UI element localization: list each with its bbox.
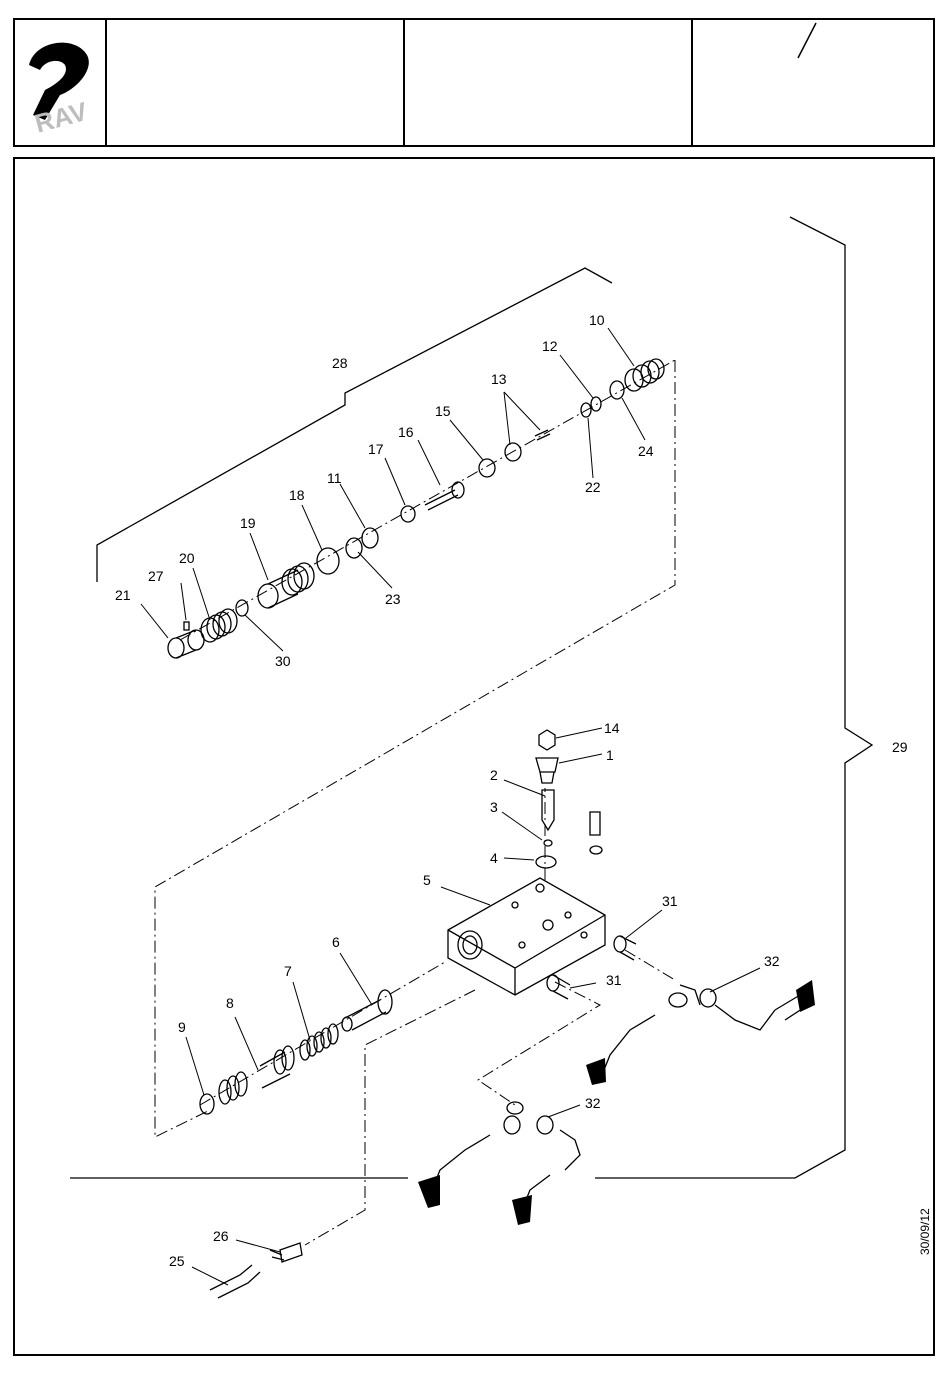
callout-5: 5	[423, 872, 431, 888]
part-10-plug	[625, 359, 664, 391]
hose-ends	[418, 980, 815, 1225]
part-4-ring	[536, 856, 556, 868]
callout-16: 16	[398, 424, 414, 440]
callout-22: 22	[585, 479, 601, 495]
part-13-seat	[505, 430, 550, 461]
callout-26: 26	[213, 1228, 229, 1244]
callout-15: 15	[435, 403, 451, 419]
callout-18: 18	[289, 487, 305, 503]
callout-13: 13	[491, 371, 507, 387]
part-32-tee-upper	[600, 985, 808, 1080]
callout-30: 30	[275, 653, 291, 669]
callout-20: 20	[179, 550, 195, 566]
part-23-ring	[346, 538, 362, 558]
bolt	[590, 812, 600, 835]
part-16-pin	[425, 482, 464, 510]
part-3-ball	[544, 840, 552, 846]
callout-3: 3	[490, 799, 498, 815]
callout-19: 19	[240, 515, 256, 531]
part-25-cable	[210, 1265, 260, 1298]
callout-31b: 31	[606, 972, 622, 988]
leader-lines	[141, 328, 760, 1285]
callout-8: 8	[226, 995, 234, 1011]
part-12-ring	[591, 397, 601, 411]
callout-32a: 32	[764, 953, 780, 969]
callout-17: 17	[368, 441, 384, 457]
callout-32b: 32	[585, 1095, 601, 1111]
tee-link-line	[478, 982, 600, 1105]
part-19-body	[258, 563, 314, 608]
callout-9: 9	[178, 1019, 186, 1035]
callout-12: 12	[542, 338, 558, 354]
callout-labels: 21 27 20 30 19 18 23 11 17 16 15 13 22 1…	[115, 312, 908, 1269]
part-27-screw	[184, 622, 189, 630]
part-7-spring	[300, 1024, 338, 1060]
callout-1: 1	[606, 747, 614, 763]
part-8-spring	[219, 1046, 294, 1104]
callout-24: 24	[638, 443, 654, 459]
callout-27: 27	[148, 568, 164, 584]
callout-7: 7	[284, 963, 292, 979]
fitting-link-line	[625, 950, 675, 980]
callout-29: 29	[892, 739, 908, 755]
callout-11: 11	[327, 470, 342, 486]
callout-6: 6	[332, 934, 340, 950]
callout-10: 10	[589, 312, 605, 328]
lower-axis-line	[200, 962, 445, 1105]
part-31-fitting-b	[547, 975, 570, 999]
callout-21: 21	[115, 587, 131, 603]
part-21-cap	[168, 630, 204, 658]
part-17-washer	[401, 506, 415, 522]
part-15-disc	[479, 459, 495, 477]
bolt-washer	[590, 846, 602, 854]
part-30-ring	[236, 600, 248, 616]
sensor-link-line	[305, 990, 475, 1245]
callout-23: 23	[385, 591, 401, 607]
part-5-block	[448, 878, 605, 995]
callout-25: 25	[169, 1253, 185, 1269]
callout-28: 28	[332, 355, 348, 371]
part-11-ring	[362, 528, 378, 548]
part-1-plug	[536, 758, 558, 783]
part-32-tee-lower	[430, 1102, 580, 1215]
bracket-29	[595, 217, 872, 1178]
callout-2: 2	[490, 767, 498, 783]
date-stamp: 30/09/12	[918, 1208, 932, 1255]
part-14-nut	[539, 730, 555, 750]
callout-31a: 31	[662, 893, 678, 909]
part-31-fitting-a	[614, 936, 636, 960]
callout-4: 4	[490, 850, 498, 866]
part-26-sensor	[270, 1243, 302, 1262]
callout-14: 14	[604, 720, 620, 736]
